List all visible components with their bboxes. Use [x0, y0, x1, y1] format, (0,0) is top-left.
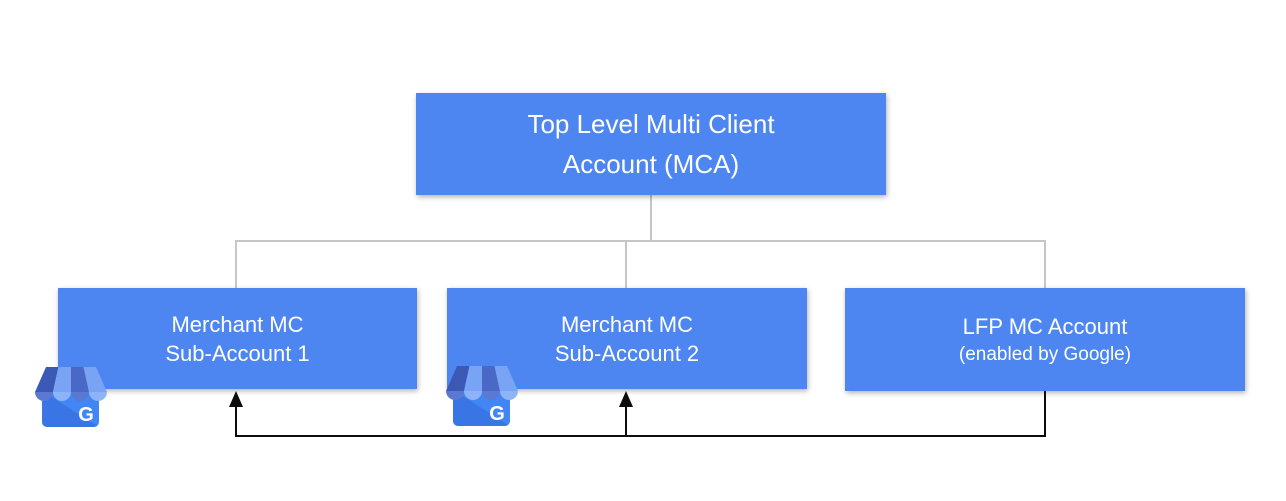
connector-tree-hbar	[235, 240, 1046, 242]
arrow-hbar	[235, 435, 1046, 437]
connector-drop-lfp	[1044, 240, 1046, 288]
arrow-stem-sub2	[625, 404, 627, 436]
arrowhead-sub2	[619, 391, 633, 407]
arrow-lfp-down	[1044, 391, 1046, 437]
node-mca-line2: Account (MCA)	[562, 149, 740, 179]
connector-mca-feed	[650, 195, 652, 241]
connector-drop-sub2	[625, 240, 627, 288]
arrow-stem-sub1	[235, 404, 237, 436]
google-business-icon	[445, 365, 519, 427]
node-mca-line1: Top Level Multi Client	[527, 109, 775, 139]
node-sub2-line1: Merchant MC	[560, 311, 694, 337]
node-lfp-mc-account: LFP MC Account (enabled by Google)	[845, 288, 1245, 391]
connector-drop-sub1	[235, 240, 237, 288]
arrowhead-sub1	[229, 391, 243, 407]
node-sub1-line1: Merchant MC	[171, 311, 304, 337]
node-sub2-line2: Sub-Account 2	[554, 340, 700, 366]
node-merchant-sub-account-1: Merchant MC Sub-Account 1	[58, 288, 417, 389]
node-sub1-line2: Sub-Account 1	[165, 340, 310, 366]
google-business-icon	[34, 366, 108, 428]
node-lfp-line1: LFP MC Account	[962, 313, 1128, 339]
node-top-level-mca: Top Level Multi Client Account (MCA)	[416, 93, 886, 195]
node-lfp-line2: (enabled by Google)	[958, 343, 1132, 365]
